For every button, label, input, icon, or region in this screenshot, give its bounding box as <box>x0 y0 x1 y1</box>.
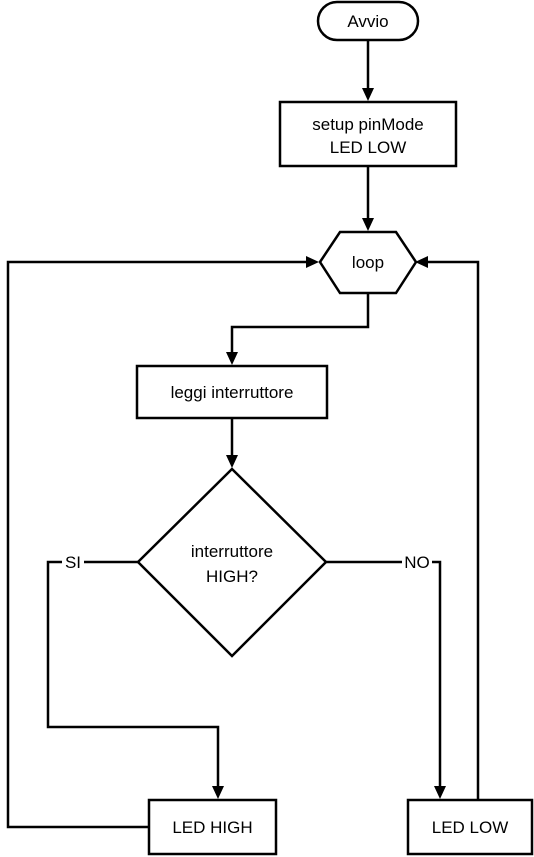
decision-label-line2: HIGH? <box>206 567 258 586</box>
arrowhead-led-high <box>212 786 224 799</box>
start-node: Avvio <box>316 0 420 42</box>
led-low-node: LED LOW <box>406 798 534 856</box>
arrowhead-loop-right <box>415 256 428 268</box>
arrowhead-loop-top <box>362 218 374 231</box>
arrowhead-led-low <box>434 786 446 799</box>
arrowhead-decision <box>226 455 238 468</box>
decision-label-line1: interruttore <box>191 542 273 561</box>
read-label: leggi interruttore <box>171 383 294 402</box>
setup-label-line2: LED LOW <box>330 138 407 157</box>
arrowhead-setup <box>362 88 374 101</box>
led-low-label: LED LOW <box>432 818 509 837</box>
edge-loop-to-read <box>230 293 370 352</box>
edge-led-low-to-loop <box>428 260 480 799</box>
edge-yes-to-led-high <box>46 560 220 786</box>
decision-node: interruttore HIGH? <box>136 467 328 658</box>
no-label: NO <box>404 553 430 572</box>
led-high-label: LED HIGH <box>172 818 252 837</box>
loop-label: loop <box>352 253 384 272</box>
arrowhead-read <box>226 352 238 365</box>
setup-label-line1: setup pinMode <box>312 115 424 134</box>
read-node: leggi interruttore <box>135 364 329 420</box>
loop-node: loop <box>318 230 418 295</box>
led-high-node: LED HIGH <box>147 798 278 856</box>
arrowhead-loop-left <box>306 256 319 268</box>
setup-node: setup pinMode LED LOW <box>278 100 458 168</box>
start-label: Avvio <box>347 12 388 31</box>
yes-label: SI <box>65 553 81 572</box>
edge-no-to-led-low <box>432 560 442 786</box>
edge-led-high-to-loop <box>6 260 306 829</box>
